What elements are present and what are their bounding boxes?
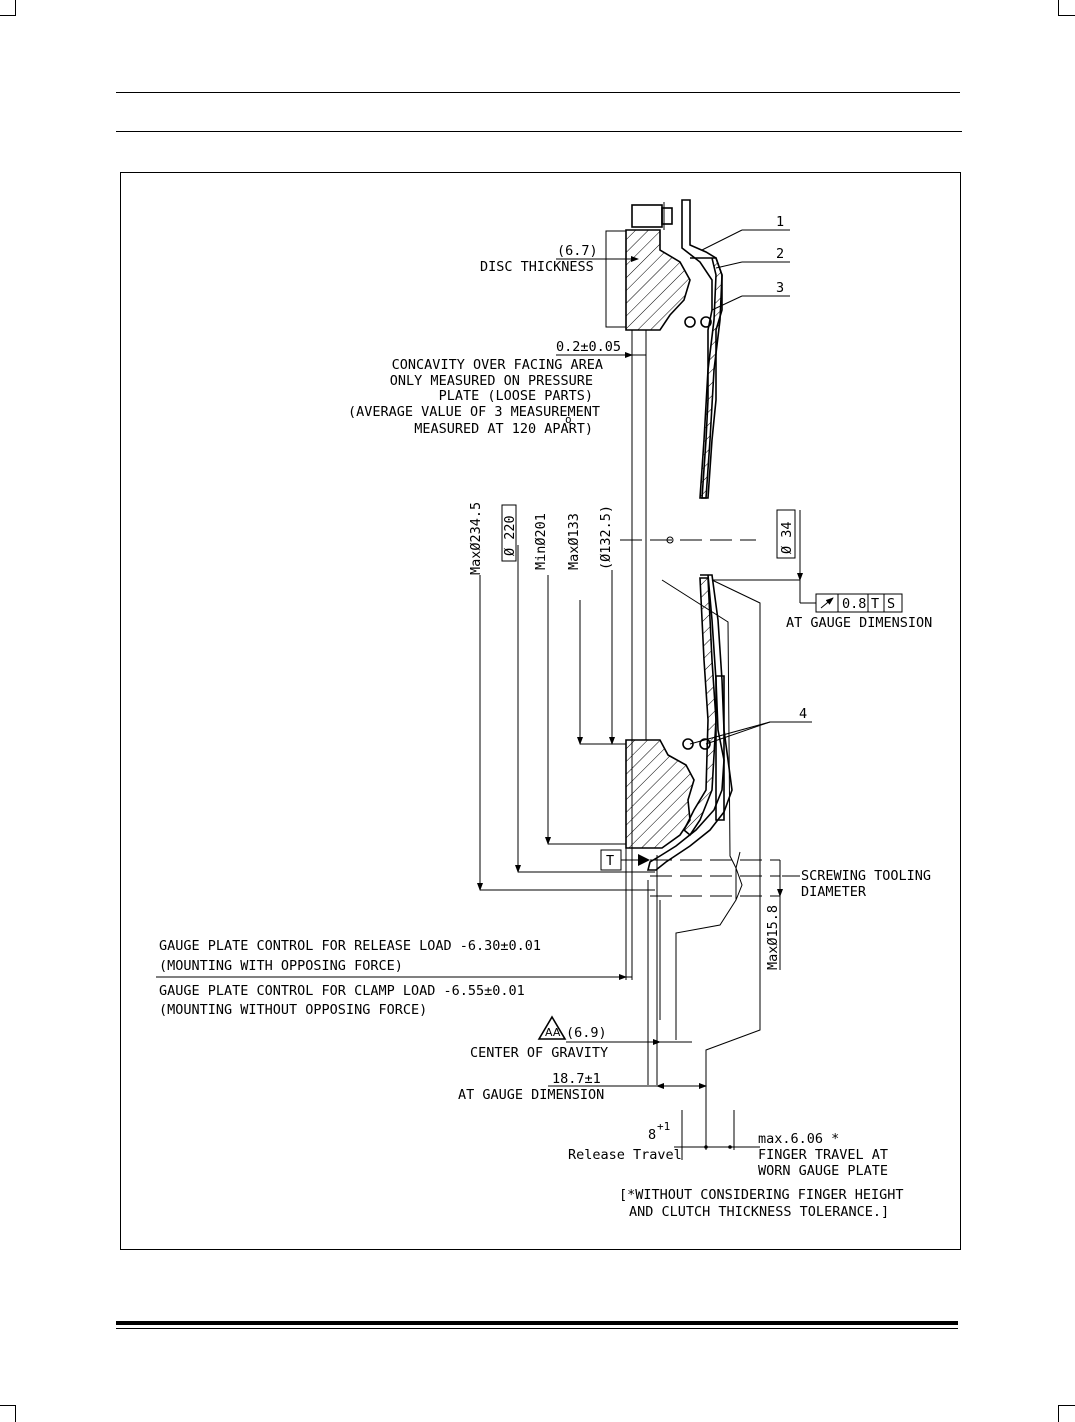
crop-mark-top-left <box>0 0 16 16</box>
concavity-line-2: ONLY MEASURED ON PRESSURE <box>390 373 593 389</box>
clamp-gauge-line-2: (MOUNTING WITHOUT OPPOSING FORCE) <box>159 1002 427 1018</box>
callout-4: 4 <box>799 706 807 722</box>
footnote-line-2: AND CLUTCH THICKNESS TOLERANCE.] <box>629 1204 889 1220</box>
crop-mark-bottom-left <box>0 1405 16 1422</box>
release-gauge-line-2: (MOUNTING WITH OPPOSING FORCE) <box>159 958 403 974</box>
crop-mark-bottom-right <box>1058 1405 1075 1422</box>
screwing-line-1: SCREWING TOOLING <box>801 868 931 884</box>
datum-t: T <box>606 853 614 869</box>
cog-badge: AA <box>545 1026 561 1039</box>
dim-132-5: (Ø132.5) <box>598 505 614 570</box>
callout-1: 1 <box>776 214 784 230</box>
footnote-line-1: [*WITHOUT CONSIDERING FINGER HEIGHT <box>619 1187 903 1203</box>
screwing-line-2: DIAMETER <box>801 884 867 900</box>
finger-travel-line-2: WORN GAUGE PLATE <box>758 1163 888 1179</box>
concavity-line-3: PLATE (LOOSE PARTS) <box>439 388 593 404</box>
crop-mark-top-right <box>1058 0 1075 16</box>
footer-rule-thin <box>116 1328 958 1329</box>
header-rule-top <box>116 92 960 93</box>
dim-220: Ø 220 <box>502 515 518 556</box>
callout-leaders <box>689 229 812 745</box>
concavity-line-4: (AVERAGE VALUE OF 3 MEASUREMENT <box>348 404 600 420</box>
finger-travel-line-1: FINGER TRAVEL AT <box>758 1147 888 1163</box>
finger-travel-value: max.6.06 * <box>758 1131 839 1147</box>
runout-label: AT GAUGE DIMENSION <box>786 615 932 631</box>
dim-max-234-5: MaxØ234.5 <box>468 502 484 575</box>
cog-triangle <box>537 1015 567 1040</box>
dim-max-15-8: MaxØ15.8 <box>765 905 781 970</box>
concavity-line-1: CONCAVITY OVER FACING AREA <box>392 357 603 373</box>
dim-max-133: MaxØ133 <box>566 513 582 570</box>
disc-thickness-value: (6.7) <box>557 243 598 259</box>
callout-2: 2 <box>776 246 784 262</box>
cog-label: CENTER OF GRAVITY <box>470 1045 608 1061</box>
gauge-dim-label: AT GAUGE DIMENSION <box>458 1087 604 1103</box>
center-lines <box>620 330 780 1085</box>
footer-rule-thick <box>116 1321 958 1325</box>
runout-ref-t: T <box>871 596 879 612</box>
disc-thickness-label: DISC THICKNESS <box>480 259 594 275</box>
cog-value: (6.9) <box>566 1025 607 1041</box>
degree-mark: o <box>565 413 572 426</box>
dim-min-201: MinØ201 <box>533 513 549 570</box>
runout-frame <box>815 593 903 613</box>
drawing-frame <box>120 172 961 1250</box>
release-travel-sup: +1 <box>657 1120 670 1133</box>
dim-34-box <box>776 509 796 559</box>
runout-ref-s: S <box>887 596 895 612</box>
callout-3: 3 <box>776 280 784 296</box>
diameter-dimension-lines <box>477 510 816 891</box>
pressure-plate-upper <box>605 199 723 740</box>
gauge-dim-value: 18.7±1 <box>552 1071 601 1087</box>
dim-220-box <box>501 504 517 562</box>
release-gauge-line-1: GAUGE PLATE CONTROL FOR RELEASE LOAD -6.… <box>159 938 541 954</box>
pressure-plate-lower <box>625 574 761 1150</box>
release-travel-label: Release Travel <box>568 1147 682 1163</box>
concavity-line-5: MEASURED AT 120 APART) <box>414 421 593 437</box>
header-rule-bottom <box>116 131 962 132</box>
runout-value: 0.8 <box>842 596 866 612</box>
clamp-gauge-line-1: GAUGE PLATE CONTROL FOR CLAMP LOAD -6.55… <box>159 983 525 999</box>
release-travel-value: 8 <box>648 1127 656 1143</box>
concavity-value: 0.2±0.05 <box>556 339 621 355</box>
datum-t-triangle <box>638 854 650 866</box>
dim-34: Ø 34 <box>779 521 795 554</box>
